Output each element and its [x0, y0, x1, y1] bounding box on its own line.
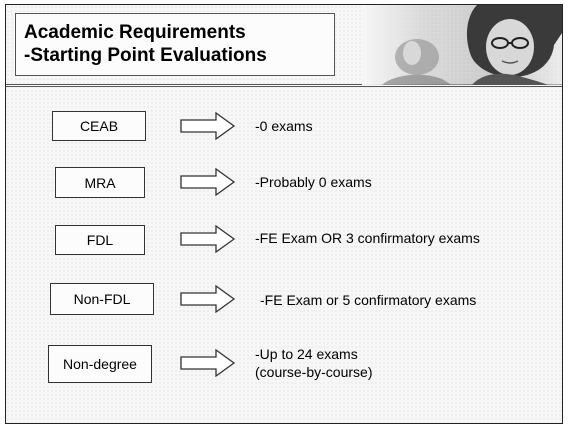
slide: Academic Requirements -Starting Point Ev…: [5, 4, 563, 424]
mra-description: -Probably 0 exams: [255, 174, 372, 190]
slide-title-line-2: -Starting Point Evaluations: [24, 45, 267, 66]
row-non-degree: Non-degree -Up to 24 exams (course-by-co…: [6, 343, 562, 403]
slide-header: Academic Requirements -Starting Point Ev…: [6, 5, 562, 87]
row-non-fdl: Non-FDL -FE Exam or 5 confirmatory exams: [6, 283, 562, 323]
row-mra: MRA -Probably 0 exams: [6, 167, 562, 207]
non-degree-box: Non-degree: [48, 345, 152, 383]
mra-box: MRA: [55, 167, 145, 198]
fdl-box: FDL: [55, 225, 145, 255]
non-degree-description-line-2: (course-by-course): [255, 364, 373, 380]
ceab-description: -0 exams: [255, 118, 313, 134]
right-arrow-icon: [180, 112, 236, 140]
row-fdl: FDL -FE Exam OR 3 confirmatory exams: [6, 225, 562, 265]
non-fdl-description: -FE Exam or 5 confirmatory exams: [260, 292, 477, 308]
title-box: Academic Requirements -Starting Point Ev…: [15, 13, 335, 76]
right-arrow-icon: [180, 225, 236, 253]
non-fdl-box: Non-FDL: [50, 283, 154, 315]
non-degree-description-line-1: -Up to 24 exams: [255, 346, 358, 362]
fdl-description: -FE Exam OR 3 confirmatory exams: [255, 230, 480, 246]
right-arrow-icon: [180, 285, 236, 313]
right-arrow-icon: [180, 168, 236, 196]
ceab-box: CEAB: [52, 111, 146, 141]
woman-with-glasses-photo: [362, 5, 562, 85]
row-ceab: CEAB -0 exams: [6, 111, 562, 151]
slide-title-line-1: Academic Requirements: [24, 22, 246, 43]
right-arrow-icon: [180, 349, 236, 377]
